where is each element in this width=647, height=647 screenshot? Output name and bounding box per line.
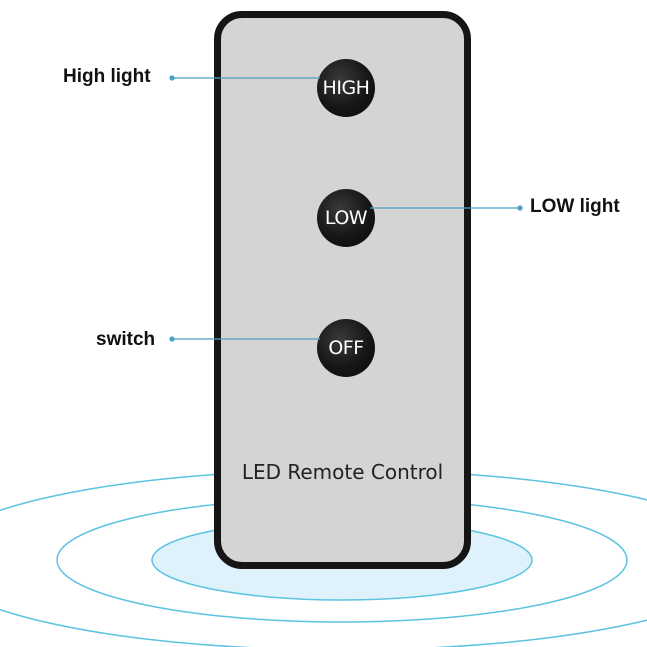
- callout-low-light: LOW light: [530, 196, 620, 217]
- off-button[interactable]: OFF: [317, 319, 375, 377]
- low-button[interactable]: LOW: [317, 189, 375, 247]
- callout-switch: switch: [96, 329, 156, 350]
- remote-brand-label: LED Remote Control: [241, 460, 444, 484]
- high-button[interactable]: HIGH: [317, 59, 375, 117]
- callout-high-light: High light: [63, 66, 151, 87]
- led-remote-control: HIGH LOW OFF LED Remote Control: [214, 11, 471, 569]
